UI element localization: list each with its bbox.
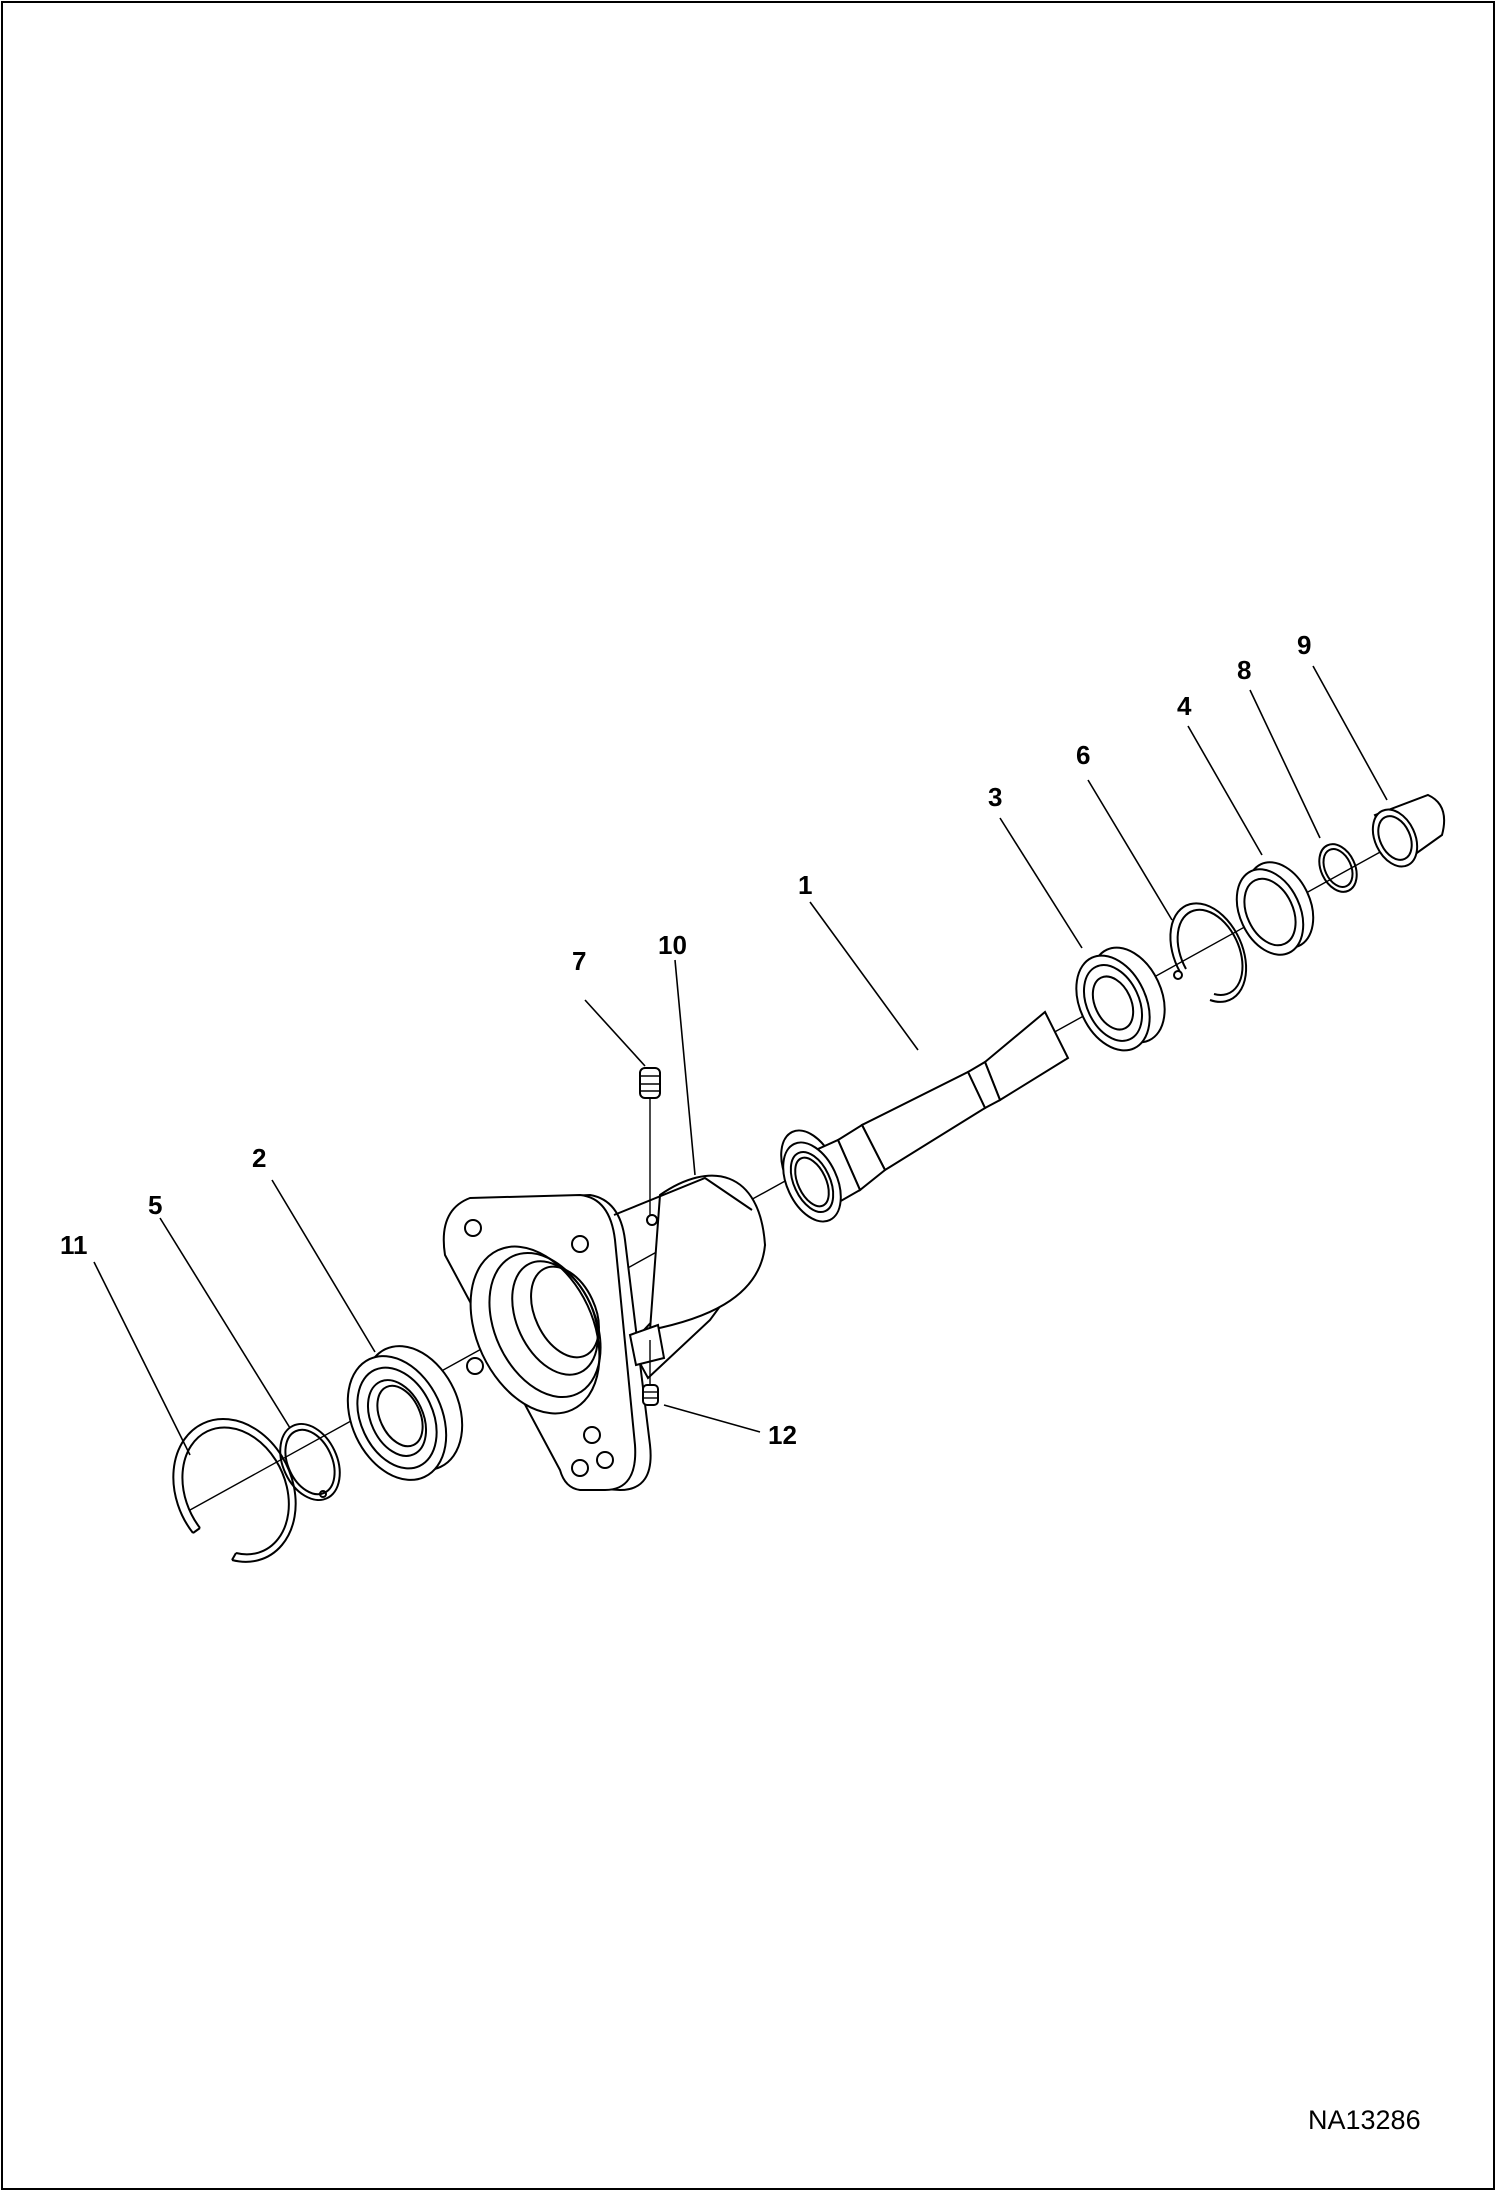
callout-5: 5 xyxy=(148,1190,163,1220)
callout-3: 3 xyxy=(988,782,1003,812)
callout-1: 1 xyxy=(798,870,813,900)
callout-10: 10 xyxy=(658,930,687,960)
callout-7: 7 xyxy=(572,946,587,976)
part-2-bearing xyxy=(346,1345,464,1481)
callout-11: 11 xyxy=(60,1230,88,1260)
part-10-flange-housing xyxy=(442,1174,767,1492)
callout-2: 2 xyxy=(252,1143,267,1173)
callout-8: 8 xyxy=(1237,655,1252,685)
figure-id: NA13286 xyxy=(1308,2105,1421,2135)
part-9-spacer xyxy=(1371,793,1446,868)
part-12-fitting xyxy=(642,1340,659,1406)
part-6-snap-ring xyxy=(1169,902,1248,1003)
callout-9: 9 xyxy=(1297,630,1312,660)
callout-6: 6 xyxy=(1076,740,1091,770)
part-8-o-ring xyxy=(1318,843,1358,893)
part-7-fitting xyxy=(639,1067,661,1215)
part-11-retaining-ring xyxy=(172,1418,297,1563)
part-5-snap-ring xyxy=(279,1422,341,1502)
callout-4: 4 xyxy=(1177,691,1192,721)
leader-lines xyxy=(93,665,1388,1456)
part-4-seal xyxy=(1235,861,1315,956)
part-3-bearing xyxy=(1075,946,1166,1052)
callout-12: 12 xyxy=(768,1420,797,1450)
part-1-shaft xyxy=(780,1010,1070,1223)
